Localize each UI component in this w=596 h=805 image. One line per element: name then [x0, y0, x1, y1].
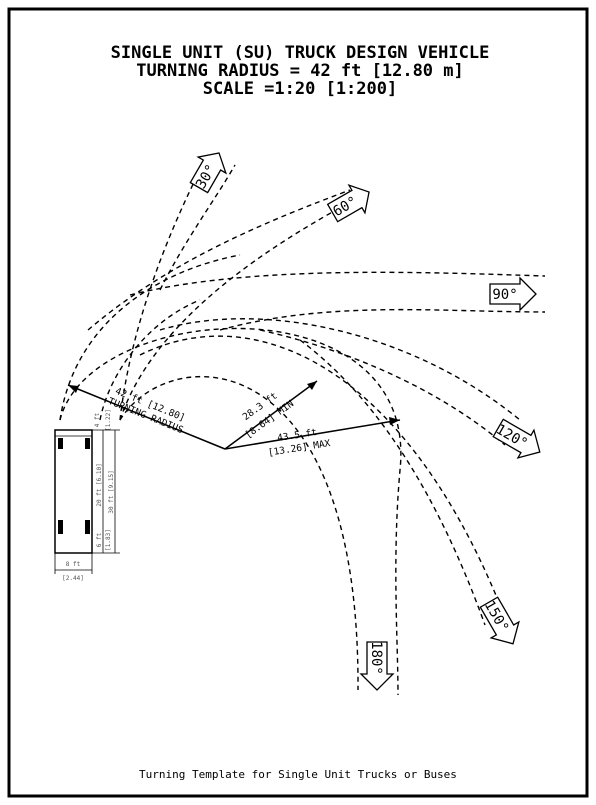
angle-label-180: 180°	[368, 641, 384, 675]
width-dim-metric: [2.44]	[62, 575, 84, 582]
arrow-30-shape	[189, 152, 228, 194]
path-outer-left	[59, 254, 241, 421]
overall-length-label: 30 ft [9.15]	[108, 470, 115, 513]
path-180-right	[59, 327, 402, 696]
angle-arrow-180: 180°	[359, 641, 395, 691]
rear-left-wheel	[58, 520, 63, 534]
angle-arrow-120: 120°	[492, 418, 541, 459]
angle-label-90: 90°	[492, 287, 517, 303]
max-radius-line	[224, 419, 401, 450]
front-overhang-label: 4 ft	[94, 412, 101, 427]
min-radius-arrowhead	[307, 381, 317, 390]
rear-overhang-label: 6 ft	[96, 532, 103, 547]
angle-markers: 30° 60° 90° 120° 150° 180°	[189, 152, 541, 691]
turning-radius-arrowhead	[68, 385, 79, 393]
front-left-wheel	[58, 438, 63, 449]
path-180-left	[119, 376, 359, 691]
rear-overhang-metric: [1.83]	[105, 529, 112, 551]
path-120-top	[159, 318, 521, 421]
title-line-2: TURNING RADIUS = 42 ft [12.80 m]	[136, 61, 464, 81]
swept-path-curves	[59, 164, 546, 696]
angle-arrow-60: 60°	[326, 183, 370, 223]
path-120-bottom	[259, 329, 506, 446]
path-90-bottom	[219, 308, 546, 331]
angle-arrow-90: 90°	[489, 276, 537, 312]
sheet-border	[7, 7, 589, 798]
path-60-outer	[87, 189, 351, 331]
front-overhang-metric: [1.22]	[105, 409, 112, 431]
title-block: SINGLE UNIT (SU) TRUCK DESIGN VEHICLE TU…	[111, 43, 490, 99]
front-right-wheel	[85, 438, 90, 449]
arrow-150-shape	[479, 596, 520, 645]
path-150-top	[139, 335, 501, 606]
arrow-60-shape	[326, 183, 370, 223]
turning-radius-line	[67, 384, 226, 450]
title-line-1: SINGLE UNIT (SU) TRUCK DESIGN VEHICLE	[111, 43, 490, 63]
path-90-top	[129, 271, 546, 296]
rear-right-wheel	[85, 520, 90, 534]
path-30-outer	[159, 164, 236, 291]
arrow-180-shape	[359, 641, 395, 691]
wheelbase-label: 20 ft [6.10]	[96, 463, 103, 506]
title-line-3: SCALE =1:20 [1:200]	[203, 79, 397, 99]
min-radius-line	[224, 380, 318, 450]
radius-lines	[67, 380, 401, 450]
max-radius-label: 43.5 ft [13.26] MAX	[267, 427, 331, 459]
arrow-120-shape	[492, 418, 541, 459]
width-dim-label: 8 ft	[66, 561, 81, 568]
footer-caption: Turning Template for Single Unit Trucks …	[139, 768, 457, 781]
path-150-bottom	[299, 339, 486, 626]
vehicle-plan: 8 ft [2.44] 4 ft [1.22] 20 ft [6.10] 30 …	[54, 409, 120, 582]
max-radius-arrowhead	[389, 417, 400, 425]
vehicle-body	[54, 429, 93, 554]
angle-arrow-30: 30°	[189, 152, 228, 194]
path-60-inner	[119, 204, 346, 421]
angle-arrow-150: 150°	[479, 596, 520, 645]
arrow-90-shape	[489, 276, 537, 312]
